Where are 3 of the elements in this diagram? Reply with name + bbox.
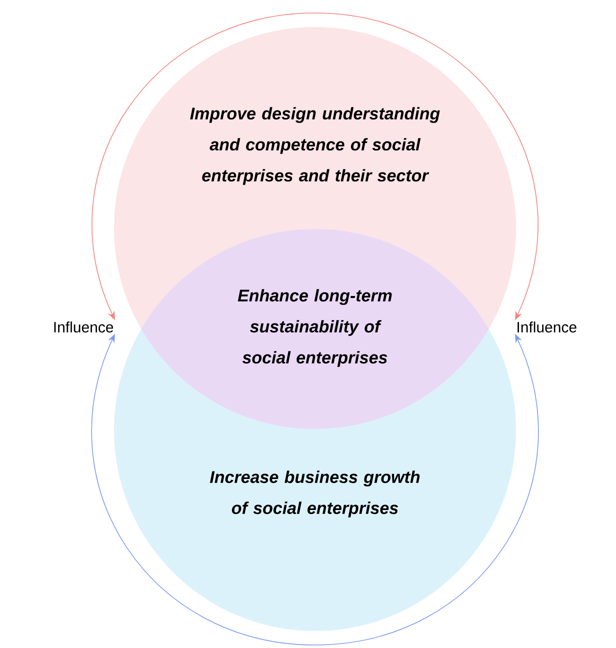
influence-label: Influence xyxy=(518,322,576,332)
influence-label: Influence xyxy=(54,322,114,332)
overlap-lens: Enhance long-term sustainability of social enterprises xyxy=(238,289,392,367)
